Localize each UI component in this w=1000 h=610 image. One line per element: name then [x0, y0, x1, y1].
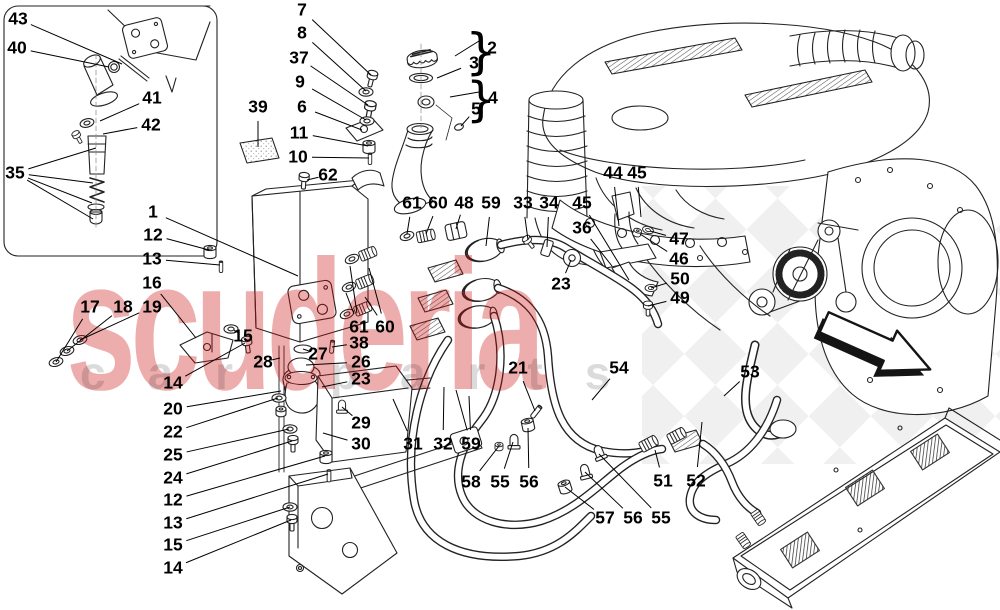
- support-brackets: [288, 365, 483, 595]
- inset-box: [3, 5, 218, 257]
- engine-illustration: [526, 22, 999, 440]
- oil-cooler-illustration: [637, 407, 1000, 609]
- hose-fittings: [338, 221, 508, 341]
